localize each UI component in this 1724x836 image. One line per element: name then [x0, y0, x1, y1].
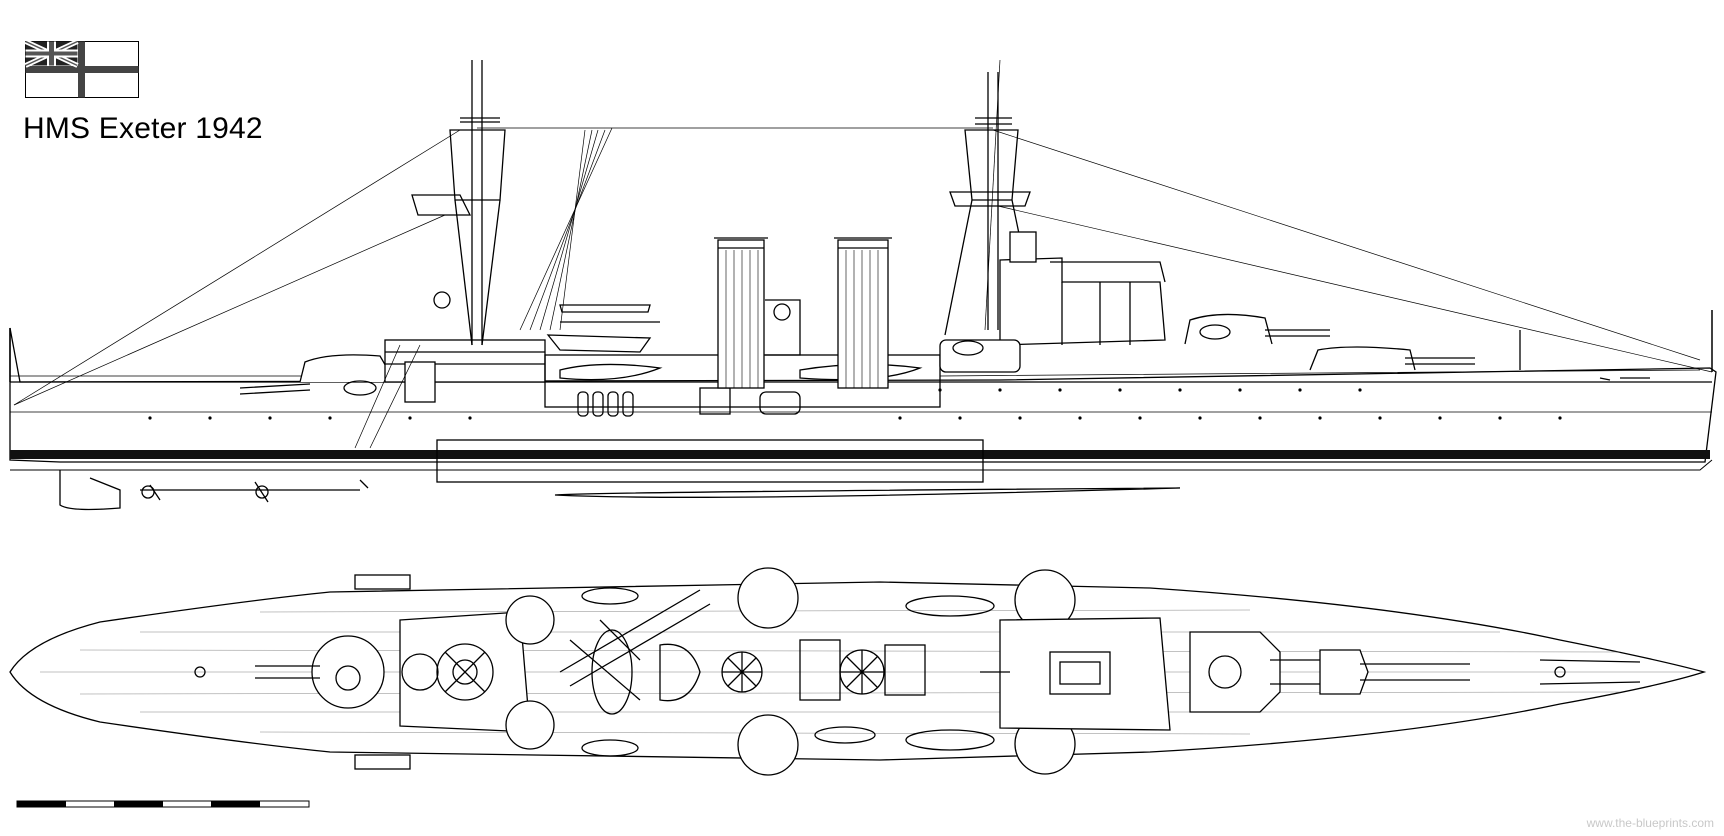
- side-profile: [9, 59, 1717, 511]
- watermark: www.the-blueprints.com: [1586, 816, 1714, 830]
- union-canton: [25, 41, 79, 68]
- white-ensign-icon: [25, 41, 139, 98]
- scale-bar: [16, 800, 310, 808]
- plan-view: [9, 567, 1707, 776]
- page-title: HMS Exeter 1942: [23, 112, 263, 145]
